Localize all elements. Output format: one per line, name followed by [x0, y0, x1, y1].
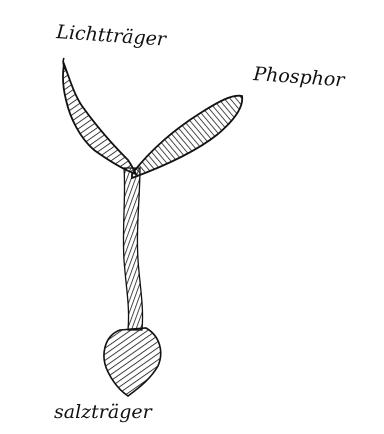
label-phosphor: Phosphor [252, 63, 347, 92]
label-lichttraeger: Lichtträger [55, 21, 169, 51]
root-bulb [104, 328, 161, 396]
left-leaf [63, 58, 136, 174]
right-leaf [132, 96, 242, 178]
stem [123, 168, 142, 330]
label-salztraeger: salzträger [54, 401, 154, 423]
